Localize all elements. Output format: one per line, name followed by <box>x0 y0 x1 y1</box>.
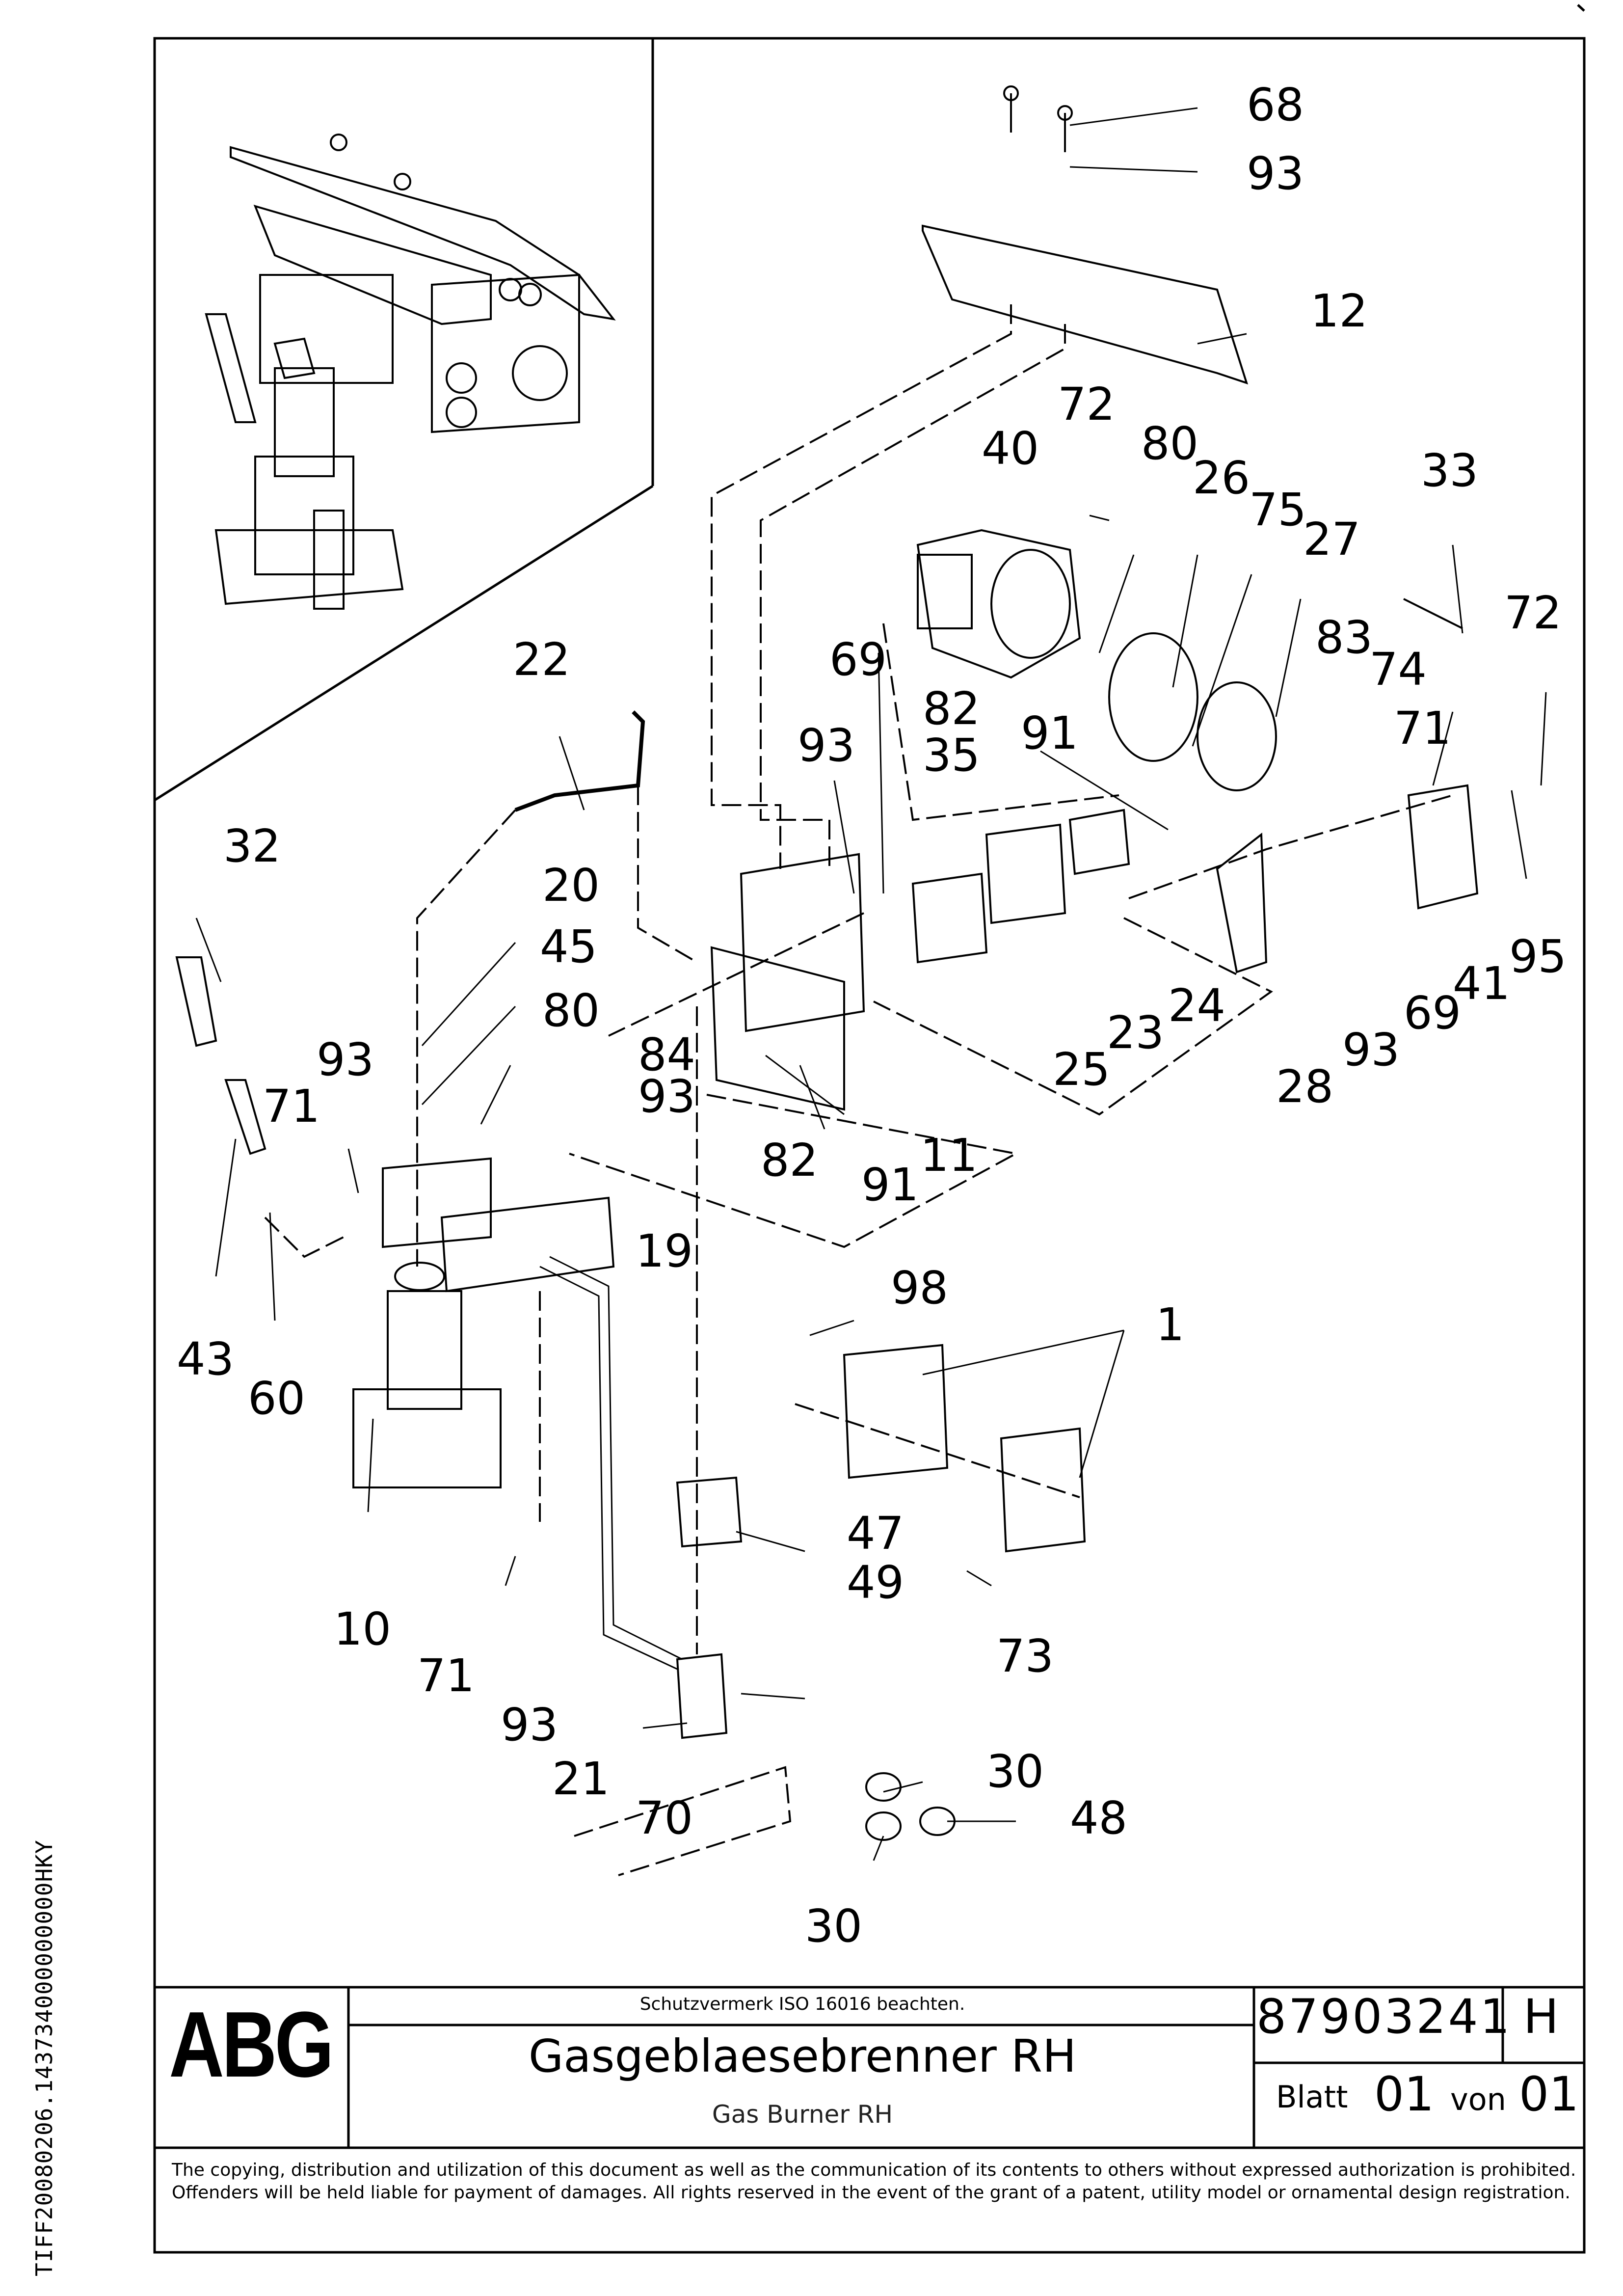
callout-93: 93 <box>1247 147 1304 200</box>
iso-notice: Schutzvermerk ISO 16016 beachten. <box>639 1994 965 2014</box>
callout-72: 72 <box>1058 378 1115 431</box>
callout-60: 60 <box>248 1372 305 1425</box>
group-frames <box>569 917 1273 1876</box>
callout-47: 47 <box>847 1507 904 1560</box>
drawing-frame <box>153 4 1586 2254</box>
callout-93: 93 <box>798 719 855 772</box>
callout-23: 23 <box>1107 1006 1164 1059</box>
callout-93: 93 <box>501 1699 558 1751</box>
callout-84: 84 <box>638 1028 695 1081</box>
callout-20: 20 <box>542 859 600 912</box>
sheet-number: 01 <box>1374 2067 1435 2122</box>
callout-70: 70 <box>636 1792 693 1844</box>
callout-21: 21 <box>552 1753 610 1805</box>
callout-45: 45 <box>540 920 597 973</box>
callout-82: 82 <box>923 682 980 735</box>
callout-93: 93 <box>1342 1024 1400 1076</box>
callout-80: 80 <box>542 984 600 1037</box>
callout-71: 71 <box>417 1649 475 1702</box>
callout-33: 33 <box>1421 444 1478 497</box>
callout-11: 11 <box>920 1129 978 1182</box>
callout-24: 24 <box>1168 979 1225 1032</box>
assembly-lines <box>264 304 1453 1654</box>
callout-30: 30 <box>986 1745 1044 1798</box>
callout-74: 74 <box>1369 643 1427 696</box>
callout-69: 69 <box>1404 987 1461 1039</box>
callout-71: 71 <box>1394 702 1451 755</box>
callout-69: 69 <box>829 633 887 686</box>
drawing-title-german: Gasgeblaesebrenner RH <box>528 2030 1077 2082</box>
exploded-components <box>175 85 1479 1841</box>
callout-30: 30 <box>805 1900 862 1952</box>
callout-72: 72 <box>1504 587 1562 639</box>
callout-40: 40 <box>982 422 1039 475</box>
callout-28: 28 <box>1276 1060 1333 1113</box>
callout-26: 26 <box>1193 452 1250 504</box>
callout-83: 83 <box>1315 611 1373 664</box>
copyright-notice: The copying, distribution and utilizatio… <box>172 2160 1576 2203</box>
callout-32: 32 <box>223 820 281 872</box>
assembled-burner-view <box>205 134 616 610</box>
callout-80: 80 <box>1141 417 1198 470</box>
callout-98: 98 <box>891 1262 948 1314</box>
callout-49: 49 <box>847 1556 904 1609</box>
revision-letter: H <box>1523 1989 1559 2044</box>
callout-1: 1 <box>1156 1298 1185 1351</box>
callout-91: 91 <box>861 1159 919 1211</box>
abg-logo: ABG <box>169 1993 334 2097</box>
callout-71: 71 <box>263 1080 320 1133</box>
callout-82: 82 <box>761 1134 818 1187</box>
document-side-id: TIFF20080206.143734000000000HKY <box>31 1839 57 2276</box>
callout-43: 43 <box>177 1333 234 1385</box>
callout-75: 75 <box>1249 484 1306 536</box>
callout-93: 93 <box>638 1070 695 1123</box>
sheet-total: 01 <box>1519 2067 1579 2122</box>
callout-35: 35 <box>923 729 980 782</box>
callout-22: 22 <box>513 633 570 686</box>
callout-27: 27 <box>1303 513 1360 566</box>
callout-25: 25 <box>1053 1043 1110 1096</box>
callout-73: 73 <box>996 1630 1054 1682</box>
sheet-label: Blatt <box>1276 2079 1348 2115</box>
leader-lines <box>195 107 1547 1861</box>
callouts: 68 93 12 72 40 80 26 75 27 33 72 83 74 7… <box>177 79 1567 1952</box>
callout-48: 48 <box>1070 1792 1127 1844</box>
callout-68: 68 <box>1247 79 1304 131</box>
callout-41: 41 <box>1453 957 1510 1010</box>
document-number: 87903241 <box>1256 1989 1512 2044</box>
callout-95: 95 <box>1509 930 1567 983</box>
of-label: von <box>1450 2081 1506 2117</box>
callout-19: 19 <box>636 1225 693 1277</box>
callout-93: 93 <box>317 1033 374 1086</box>
drawing-title-english: Gas Burner RH <box>712 2100 893 2129</box>
callout-12: 12 <box>1310 285 1368 337</box>
callout-10: 10 <box>334 1603 391 1655</box>
callout-91: 91 <box>1021 707 1078 759</box>
